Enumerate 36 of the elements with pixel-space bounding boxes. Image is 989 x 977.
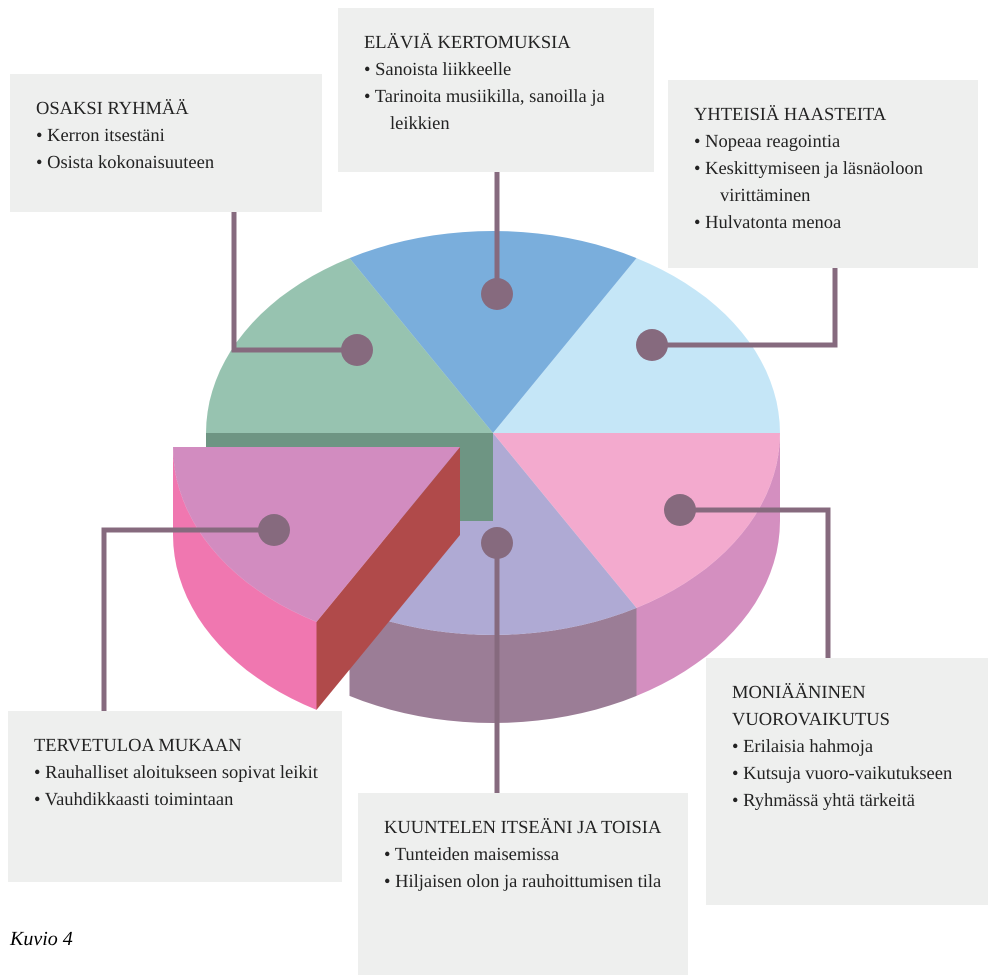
bullet-item: • Hiljaisen olon ja rauhoittumisen tila	[384, 871, 662, 894]
bullet-item: • Keskittymiseen ja läsnäoloon virittäminen	[694, 158, 924, 208]
callout-heading: KUUNTELEN ITSEÄNI JA TOISIA	[384, 817, 662, 840]
callout-box	[358, 793, 688, 975]
bullet-item: • Tarinoita musiikilla, sanoilla ja leikkien	[364, 86, 606, 136]
figure-caption: Kuvio 4	[10, 928, 73, 951]
callout-box	[706, 658, 988, 905]
bullet-item: • Sanoista liikkeelle	[364, 59, 512, 82]
leader-line	[102, 514, 290, 711]
leader-line	[232, 212, 373, 366]
callout-heading: TERVETULOA MUKAAN	[34, 735, 243, 758]
callout-heading: YHTEISIÄ HAASTEITA	[694, 104, 888, 127]
callout-heading: ELÄVIÄ KERTOMUKSIA	[364, 32, 572, 55]
leader-line	[664, 494, 830, 658]
bullet-item: • Nopeaa reagointia	[694, 131, 842, 154]
bullet-item: • Kerron itsestäni	[36, 125, 166, 148]
leader-line	[481, 527, 513, 793]
leader-line	[636, 268, 838, 361]
callout-box	[338, 8, 654, 172]
callout-box	[668, 80, 978, 268]
pie-slice	[173, 447, 460, 710]
bullet-item: • Hulvatonta menoa	[694, 212, 842, 235]
bullet-item: • Osista kokonaisuuteen	[36, 152, 216, 175]
bullet-item: • Kutsuja vuoro-vaikutukseen	[732, 763, 954, 786]
callout-heading: MONIÄÄNINEN VUOROVAIKUTUS	[732, 682, 891, 732]
bullet-item: • Rauhalliset aloitukseen sopivat leikit	[34, 762, 319, 785]
bullet-item: • Vauhdikkaasti toimintaan	[34, 789, 234, 812]
pie-slice	[493, 258, 780, 433]
bullet-item: • Ryhmässä yhtä tärkeitä	[732, 790, 916, 813]
callout-box	[10, 74, 322, 212]
callout-box	[8, 711, 342, 882]
leader-line	[481, 172, 513, 310]
bullet-item: • Tunteiden maisemissa	[384, 844, 560, 867]
callout-heading: OSAKSI RYHMÄÄ	[36, 98, 190, 121]
pie-slice	[350, 231, 636, 433]
bullet-item: • Erilaisia hahmoja	[732, 736, 874, 759]
